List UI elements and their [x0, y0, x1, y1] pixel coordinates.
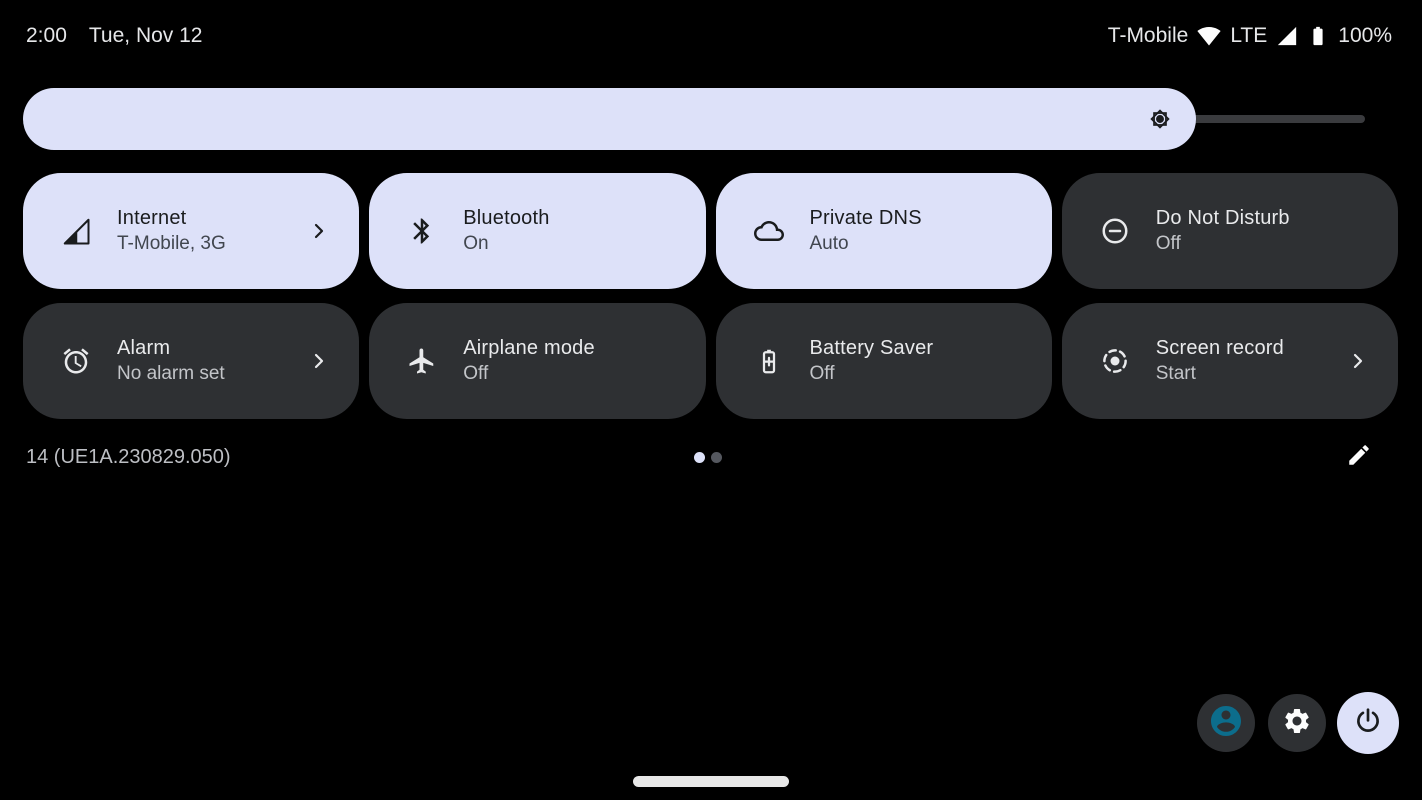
- bluetooth-icon: [407, 216, 437, 246]
- chevron-right-icon: [307, 349, 331, 373]
- battery-icon: [1307, 25, 1329, 47]
- tile-title: Private DNS: [809, 207, 922, 229]
- page-dot-active: [694, 451, 705, 463]
- tile-alarm[interactable]: Alarm No alarm set: [23, 303, 360, 419]
- edit-tiles-button[interactable]: [1346, 442, 1376, 472]
- do-not-disturb-icon: [1100, 216, 1130, 246]
- battery-saver-icon: [754, 346, 784, 376]
- brightness-icon: [1146, 105, 1174, 133]
- tile-subtitle: Auto: [809, 233, 849, 254]
- status-date: Tue, Nov 12: [88, 24, 203, 47]
- build-number-label: 14 (UE1A.230829.050): [26, 445, 231, 468]
- tile-title: Do Not Disturb: [1155, 207, 1290, 229]
- screen-record-icon: [1100, 346, 1130, 376]
- settings-button[interactable]: [1268, 694, 1326, 752]
- tile-title: Battery Saver: [809, 337, 934, 359]
- tile-title: Internet: [117, 207, 187, 229]
- tile-subtitle: On: [463, 233, 489, 254]
- battery-percent-label: 100%: [1338, 24, 1392, 47]
- airplane-icon: [407, 346, 437, 376]
- tile-subtitle: Start: [1155, 363, 1196, 384]
- tile-subtitle: Off: [463, 363, 489, 384]
- brightness-slider[interactable]: [23, 88, 1365, 150]
- pencil-icon: [1346, 445, 1372, 472]
- user-avatar-icon: [1208, 703, 1244, 744]
- tile-subtitle: Off: [809, 363, 835, 384]
- cloud-icon: [753, 216, 784, 246]
- wifi-icon: [1197, 24, 1221, 48]
- quick-settings-tiles: Internet T-Mobile, 3G Bluetooth On Priva…: [23, 173, 1398, 419]
- chevron-right-icon: [1346, 349, 1370, 373]
- qs-footer: 14 (UE1A.230829.050): [26, 442, 1390, 472]
- tile-internet[interactable]: Internet T-Mobile, 3G: [23, 173, 360, 289]
- tile-private-dns[interactable]: Private DNS Auto: [715, 173, 1052, 289]
- user-switcher-button[interactable]: [1197, 694, 1255, 752]
- tile-airplane-mode[interactable]: Airplane mode Off: [369, 303, 706, 419]
- alarm-icon: [61, 346, 91, 376]
- tile-screen-record[interactable]: Screen record Start: [1061, 303, 1398, 419]
- carrier-label: T-Mobile: [1107, 24, 1189, 47]
- status-bar: 2:00 Tue, Nov 12 T-Mobile LTE 100%: [26, 20, 1392, 52]
- tile-battery-saver[interactable]: Battery Saver Off: [715, 303, 1052, 419]
- tile-subtitle: No alarm set: [117, 363, 225, 384]
- tile-bluetooth[interactable]: Bluetooth On: [369, 173, 706, 289]
- chevron-right-icon: [307, 219, 331, 243]
- power-icon: [1352, 705, 1384, 742]
- page-indicator: [694, 451, 722, 463]
- tile-subtitle: T-Mobile, 3G: [117, 233, 226, 254]
- tile-title: Bluetooth: [463, 207, 550, 229]
- tile-do-not-disturb[interactable]: Do Not Disturb Off: [1061, 173, 1398, 289]
- brightness-fill[interactable]: [23, 88, 1196, 150]
- tile-subtitle: Off: [1155, 233, 1181, 254]
- tile-title: Alarm: [117, 337, 171, 359]
- tile-title: Screen record: [1155, 337, 1284, 359]
- tile-title: Airplane mode: [463, 337, 595, 359]
- power-button[interactable]: [1337, 692, 1399, 754]
- signal-cellular-icon: [1276, 25, 1298, 47]
- page-dot-inactive: [711, 451, 722, 463]
- network-type-label: LTE: [1230, 24, 1268, 47]
- status-time: 2:00: [26, 24, 67, 47]
- home-gesture-bar[interactable]: [633, 776, 789, 787]
- gear-icon: [1282, 706, 1312, 741]
- signal-cellular-partial-icon: [61, 216, 91, 246]
